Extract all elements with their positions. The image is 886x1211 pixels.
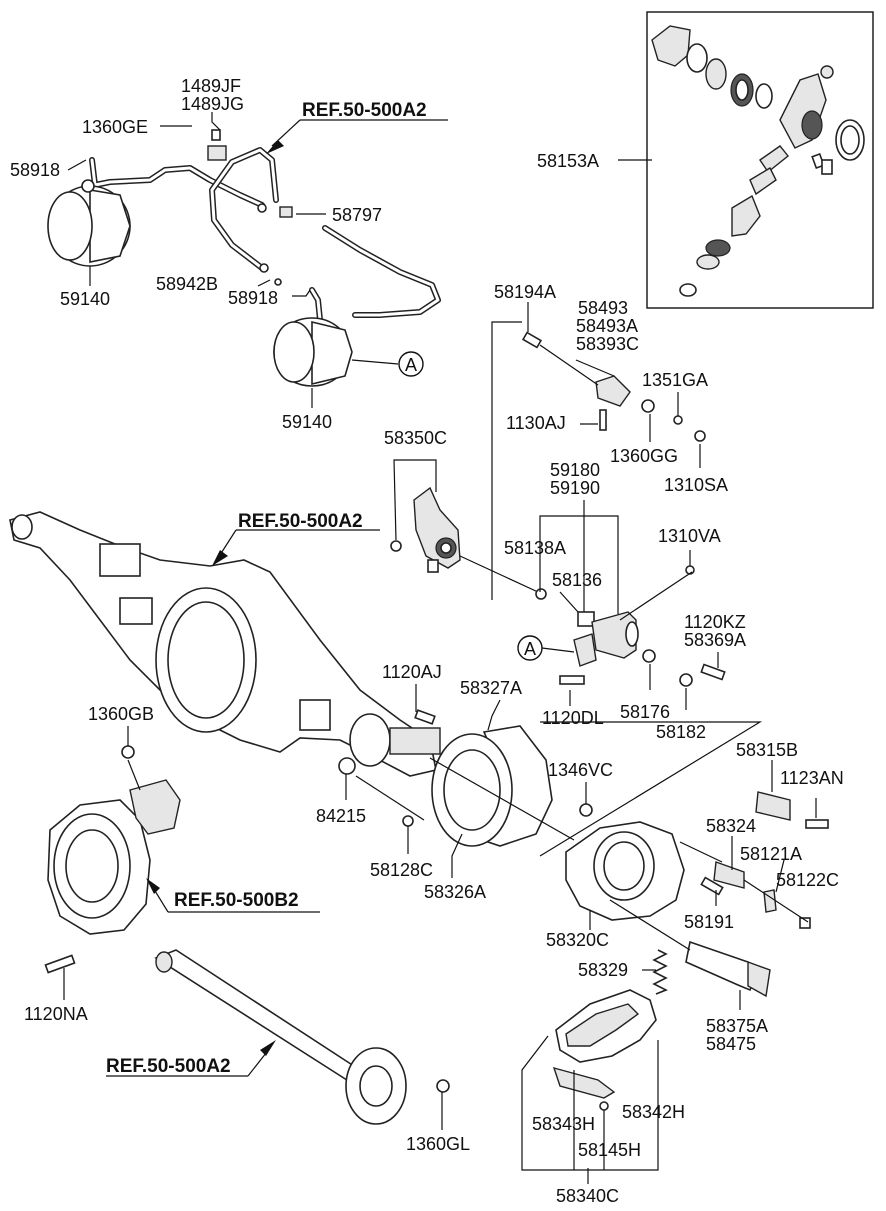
brake-chamber-assembly xyxy=(47,129,441,387)
part-label: 58138A xyxy=(504,538,566,558)
part-label: 58369A xyxy=(684,630,746,650)
part-label: 1489JF xyxy=(181,76,241,96)
part-label: 58342H xyxy=(622,1102,685,1122)
part-label: 1130AJ xyxy=(506,413,566,433)
part-label: 58176 xyxy=(620,702,670,722)
part-label: 1360GE xyxy=(82,117,148,137)
part-label: 58918 xyxy=(228,288,278,308)
part-label: 58327A xyxy=(460,678,522,698)
wheel-hub xyxy=(44,745,181,974)
part-label: 1120KZ xyxy=(684,612,746,632)
callout-a-upper: A xyxy=(398,351,424,377)
part-label: 58393C xyxy=(576,334,639,354)
part-label: 58194A xyxy=(494,282,556,302)
return-spring xyxy=(652,949,668,995)
axle-housing xyxy=(9,511,441,827)
part-label: 58315B xyxy=(736,740,798,760)
part-label: 1120AJ xyxy=(382,662,442,682)
part-label: 1310SA xyxy=(664,475,728,495)
brake-spider xyxy=(429,721,829,929)
part-label: 1120DL xyxy=(542,708,604,728)
ref-arrows xyxy=(106,119,448,1077)
dust-shield xyxy=(431,725,553,847)
part-label: 58191 xyxy=(684,912,734,932)
part-label: 58343H xyxy=(532,1114,595,1134)
part-label: 58350C xyxy=(384,428,447,448)
part-label: 58320C xyxy=(546,930,609,950)
part-label: 58797 xyxy=(332,205,382,225)
part-label: 58121A xyxy=(740,844,802,864)
part-label: 58136 xyxy=(552,570,602,590)
part-label: 58182 xyxy=(656,722,706,742)
brake-shoes xyxy=(521,989,659,1171)
part-label: 58493A xyxy=(576,316,638,336)
callout-a-lower: A xyxy=(517,635,543,661)
differential-kit-box xyxy=(618,11,874,309)
part-label: 58918 xyxy=(10,160,60,180)
part-label: 1351GA xyxy=(642,370,708,390)
part-label: 58942B xyxy=(156,274,218,294)
part-label: 58324 xyxy=(706,816,756,836)
part-label: 59190 xyxy=(550,478,600,498)
part-label: 1310VA xyxy=(658,526,721,546)
part-label: 84215 xyxy=(316,806,366,826)
part-label: 1123AN xyxy=(780,768,844,788)
svg-text:A: A xyxy=(405,355,417,375)
part-label: 58128C xyxy=(370,860,433,880)
ref-label-shaft: REF.50-500A2 xyxy=(106,1056,231,1077)
part-label: 58475 xyxy=(706,1034,756,1054)
axle-shaft xyxy=(154,949,450,1130)
part-label: 58326A xyxy=(424,882,486,902)
part-label: 1360GG xyxy=(610,446,678,466)
part-label: 58493 xyxy=(578,298,628,318)
svg-text:A: A xyxy=(524,639,536,659)
ref-label-top: REF.50-500A2 xyxy=(302,100,427,121)
part-label: 1360GB xyxy=(88,704,154,724)
part-label: 59140 xyxy=(60,289,110,309)
part-label: 58122C xyxy=(776,870,839,890)
part-label: 1120NA xyxy=(24,1004,88,1024)
part-label: 1489JG xyxy=(181,94,244,114)
part-label: 58329 xyxy=(578,960,628,980)
part-label: 59180 xyxy=(550,460,600,480)
part-label: 1346VC xyxy=(548,760,613,780)
ref-label-hub: REF.50-500B2 xyxy=(174,890,299,911)
leader-lines xyxy=(63,112,817,1184)
part-label: 58375A xyxy=(706,1016,768,1036)
ref-label-axle: REF.50-500A2 xyxy=(238,511,363,532)
part-label: 58340C xyxy=(556,1186,619,1206)
part-label: 1360GL xyxy=(406,1134,470,1154)
part-label: 58145H xyxy=(578,1140,641,1160)
slack-adjuster-assembly xyxy=(390,321,726,687)
part-label: 59140 xyxy=(282,412,332,432)
part-label: 58153A xyxy=(537,151,599,171)
brake-camshaft xyxy=(609,899,771,998)
